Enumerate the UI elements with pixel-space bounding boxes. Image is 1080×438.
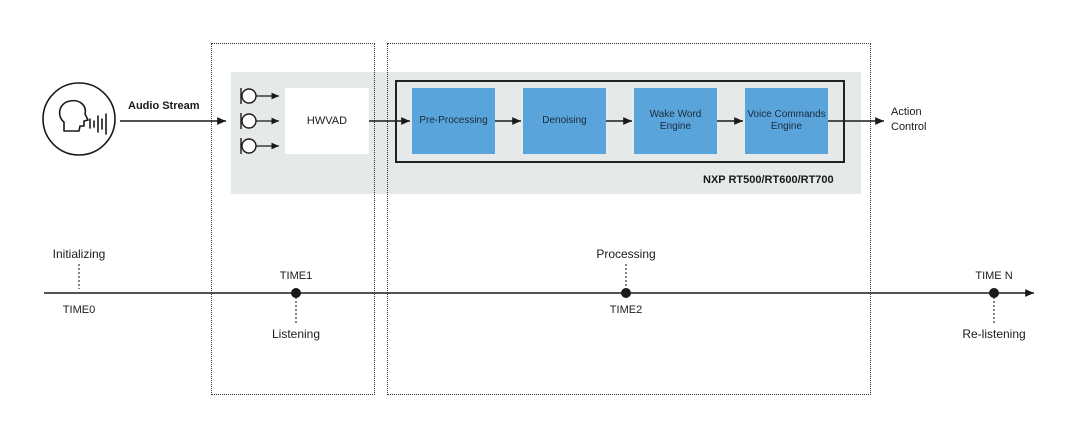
stage-voice-commands-engine: Voice Commands Engine [745,88,828,154]
state-relistening: Re-listening [962,327,1026,341]
stage-pre-processing: Pre-Processing [412,88,495,154]
stage-label: Pre-Processing [419,115,488,126]
stage-denoising: Denoising [523,88,606,154]
chip-label: NXP RT500/RT600/RT700 [703,174,834,186]
stage-wake-word-engine: Wake Word Engine [634,88,717,154]
state-processing: Processing [596,247,656,261]
action-control-text: Action Control [891,106,927,133]
stage-label: Denoising [542,115,587,126]
time1-label: TIME1 [279,270,313,282]
hwvad-label: HWVAD [306,115,348,127]
processing-phase-box [387,43,871,395]
listening-phase-box [211,43,375,395]
timen-label: TIME N [975,270,1013,282]
microphone-icon [240,113,279,129]
audio-stream-label: Audio Stream [128,100,200,112]
microphone-icon [240,88,279,104]
time1-dot [291,288,301,298]
timen-dot [989,288,999,298]
action-control-label: Action Control [891,105,935,135]
stage-label: Wake Word Engine [649,109,702,132]
state-listening: Listening [271,327,321,341]
time0-label: TIME0 [62,304,96,316]
speaking-head-icon [42,82,116,156]
stage-label: Voice Commands Engine [747,109,826,132]
state-initializing: Initializing [52,247,106,261]
microphone-icon [240,138,279,154]
time2-label: TIME2 [609,304,643,316]
time2-dot [621,288,631,298]
hwvad-block: HWVAD [285,88,369,154]
